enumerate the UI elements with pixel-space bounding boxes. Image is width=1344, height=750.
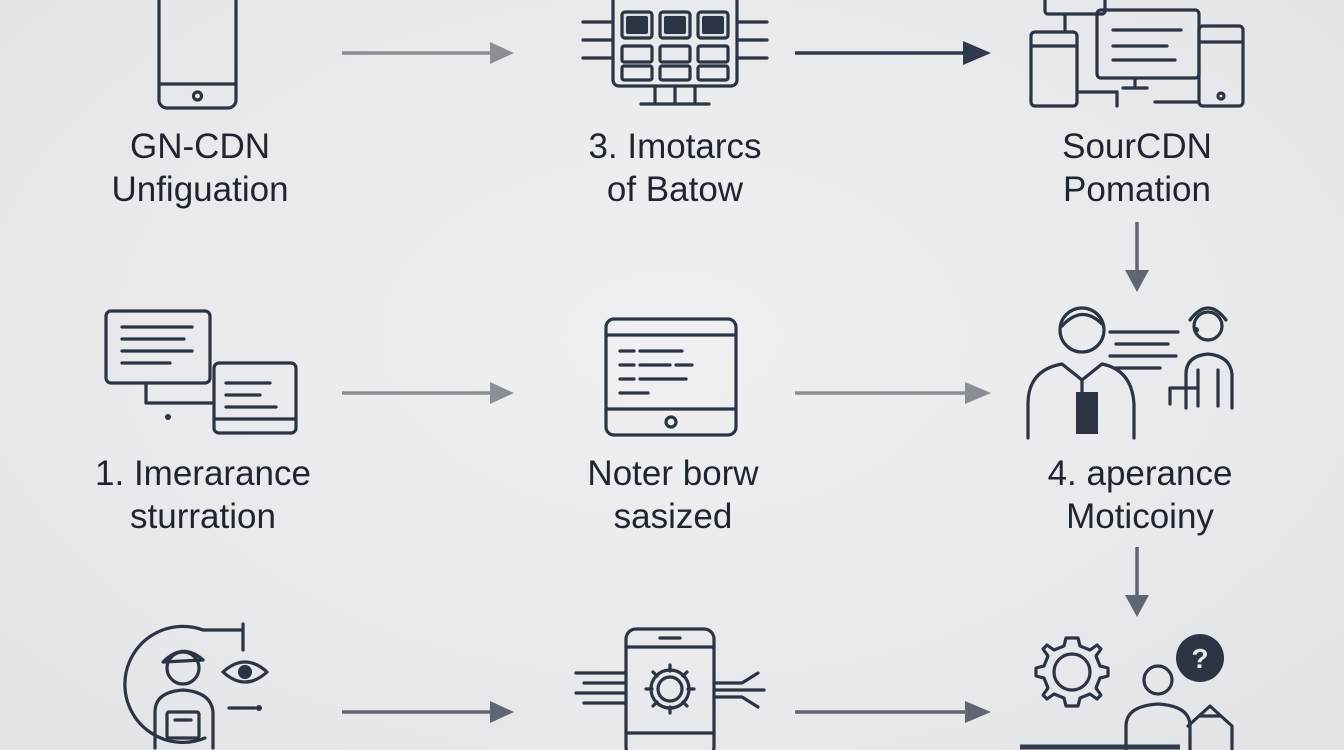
node-label-line1: SourCDN (1062, 127, 1212, 166)
arrow-down-2 (1125, 547, 1149, 617)
node-label-line1: 1. Imerarance (95, 454, 311, 493)
node-label-line2: sasized (613, 497, 733, 536)
node-label-sourcdn: SourCDN Pomation (1062, 125, 1212, 211)
arrow-right-4 (795, 382, 991, 404)
node-label-line1: 3. Imotarcs (588, 127, 762, 166)
node-label-line1: GN-CDN (130, 127, 270, 166)
node-label-line2: Pomation (1063, 170, 1211, 209)
arrow-right-3 (342, 382, 514, 404)
node-label-line2: Moticoiny (1066, 497, 1214, 536)
dual-screens-icon (104, 309, 298, 435)
arrow-down-1 (1125, 222, 1149, 292)
node-label-imotarcs: 3. Imotarcs of Batow (588, 125, 761, 211)
arrow-right-2 (795, 41, 991, 65)
node-label-aperance: 4. aperance Moticoiny (1048, 452, 1233, 538)
smartphone-icon (157, 0, 238, 110)
node-label-gn-cdn: GN-CDN Unfiguation (111, 125, 288, 211)
devices-network-icon (1029, 0, 1245, 108)
tablet-list-icon (604, 317, 738, 437)
svg-text:?: ? (1191, 643, 1208, 674)
node-label-imerarance: 1. Imerarance sturration (95, 452, 311, 538)
circuit-chip-icon (581, 0, 769, 106)
node-label-line1: 4. aperance (1047, 454, 1233, 493)
arrow-right-1 (342, 42, 514, 64)
node-label-line2: Unfiguation (111, 170, 289, 209)
person-eye-scan-icon (123, 622, 269, 750)
arrow-right-6 (795, 701, 991, 723)
people-presentation-icon (1026, 306, 1234, 440)
gear-people-question-icon: ? (1020, 634, 1234, 750)
phone-gear-icon (574, 627, 766, 750)
node-label-line1: Noter borw (587, 454, 759, 493)
node-label-noter-borw: Noter borw sasized (587, 452, 758, 538)
node-label-line2: of Batow (606, 170, 744, 209)
node-label-line2: sturration (130, 497, 276, 536)
arrow-right-5 (342, 701, 514, 723)
